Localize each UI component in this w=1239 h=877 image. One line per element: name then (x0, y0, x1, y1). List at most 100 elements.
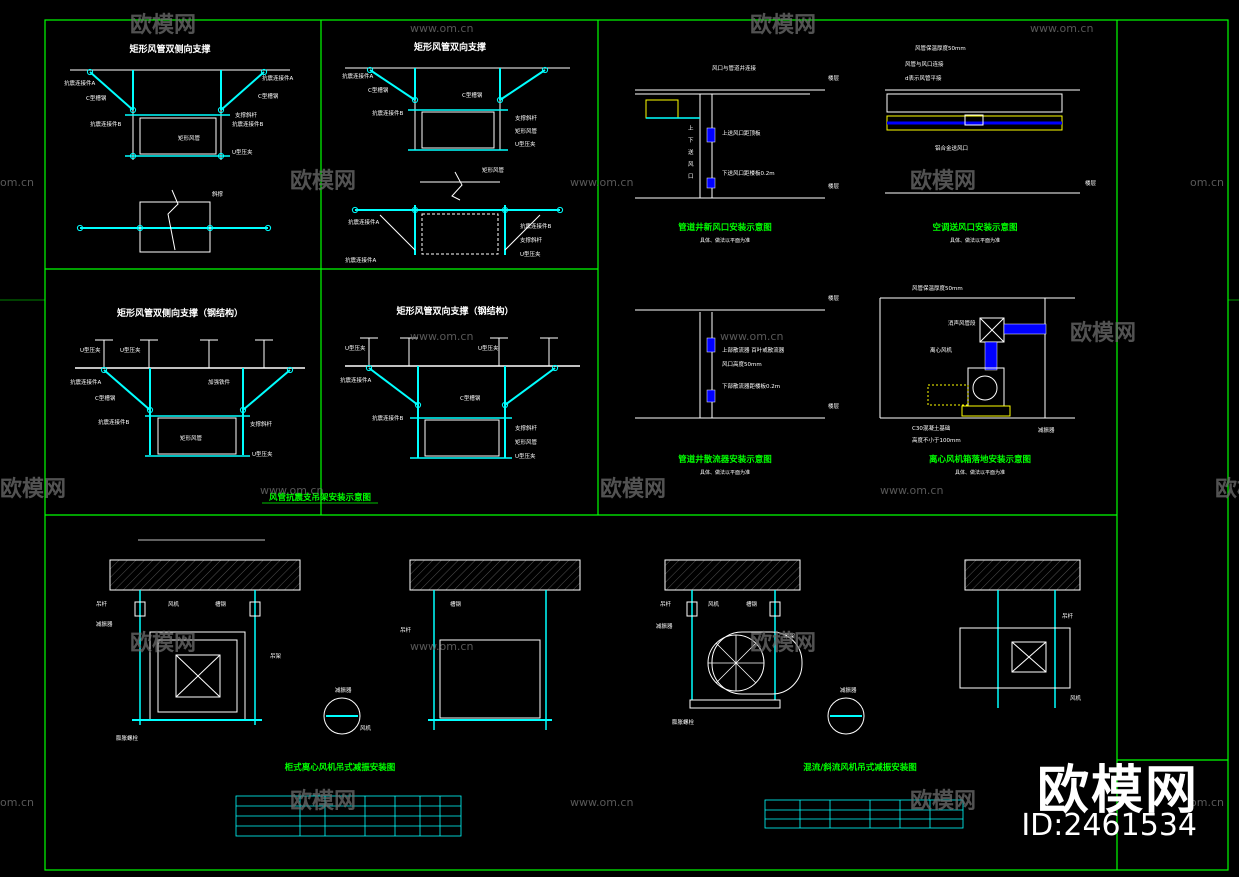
label: d表示风管平接 (905, 74, 942, 82)
label: 消声风管段 (948, 319, 976, 327)
label: 风口与管道井连接 (712, 64, 757, 72)
panel-8-title: 离心风机箱落地安装示意图 (929, 454, 1031, 465)
bottom-panel-1-title: 柜式离心风机吊式减振安装图 (284, 762, 396, 773)
label: 抗震连接件B (372, 414, 404, 422)
watermark-logo: 欧模网 (1215, 476, 1239, 502)
label: 矩形风管 (180, 434, 203, 442)
panel-7-title: 管道井散流器安装示意图 (678, 454, 772, 465)
panel-1-dual-lateral-brace: 矩形风管双侧向支撑 C型槽钢 抗震连接件A 抗震连接件B 矩形风管 U型压夹 抗… (64, 43, 294, 253)
label: 抗震连接件B (90, 120, 122, 128)
drawing-frame (0, 19, 1239, 871)
panel-5-shaft-fresh-air-outlet: 楼层 楼层 上 下 送 风 口 下送风口距楼板0.2m 上送风口距顶板 风口与管… (635, 64, 840, 244)
watermark-logo: 欧模网 (750, 12, 816, 38)
watermark-sites: www.om.cn www.om.cn www.om.cn om.cn om.c… (0, 22, 1224, 809)
label: C型槽钢 (95, 394, 116, 402)
watermark-logo: 欧模网 (1070, 320, 1136, 346)
label: 风管与风口连接 (905, 60, 944, 68)
watermark-site: om.cn (1190, 176, 1224, 189)
label: 抗震连接件A (348, 218, 380, 226)
label: U型压夹 (520, 250, 541, 258)
label: C型槽钢 (258, 92, 279, 100)
label: 铝合金送风口 (935, 144, 968, 152)
label: 矩形风管 (515, 438, 538, 446)
label: 风机 (360, 724, 372, 732)
label: 风管保温厚度50mm (915, 44, 966, 52)
watermark-logo: 欧模网 (600, 476, 666, 502)
panel-34-caption: 风管抗震支吊架安装示意图 (269, 492, 371, 503)
label: 抗震连接件A (64, 79, 96, 87)
watermark-site: www.om.cn (260, 484, 323, 497)
watermark-site: www.om.cn (880, 484, 943, 497)
panel-3-title: 矩形风管双侧向支撑（钢结构） (116, 307, 243, 319)
label: U型压夹 (515, 140, 536, 148)
label: 吊杆 (660, 600, 672, 608)
label: 吊杆 (400, 626, 412, 634)
label: U型压夹 (252, 450, 273, 458)
label: 矩形风管 (482, 166, 505, 174)
label: C型槽钢 (462, 91, 483, 99)
label: 减振器 (656, 622, 673, 630)
watermark-logo: 欧模网 (290, 788, 356, 814)
label: 抗震连接件A (262, 74, 294, 82)
panel-5-title: 管道井新风口安装示意图 (678, 222, 772, 233)
panel-6-subtitle: 具体、做法以平面为准 (950, 237, 1000, 244)
label: 下 (688, 137, 694, 144)
label: 矩形风管 (178, 134, 201, 142)
watermark-logo: 欧模网 (130, 12, 196, 38)
label: 减振器 (335, 686, 352, 694)
panel-7-subtitle: 具体、做法以平面为准 (700, 469, 750, 476)
panel-8-centrifugal-fan-floor: 风管保温厚度50mm 消声风管段 离心风机 C30混凝土基础 高度不小于100m… (879, 284, 1075, 476)
bottom-panel-2-mixed-flow-fan: 吊杆 减振器 风机 吊架 膨胀螺栓 槽钢 减振器 吊杆 风机 混流/斜流风机吊式… (656, 559, 1082, 829)
label: 支撑斜杆 (250, 420, 273, 428)
id-watermark: ID:2461534 (1021, 808, 1197, 843)
watermark-site: om.cn (1190, 796, 1224, 809)
label: 风机 (1070, 694, 1082, 702)
brand-watermark: 欧模网 (1036, 761, 1199, 821)
label: 抗震连接件A (342, 72, 374, 80)
panel-5-subtitle: 具体、做法以平面为准 (700, 237, 750, 244)
label: 抗震连接件A (345, 256, 377, 264)
label: 楼层 (828, 402, 840, 410)
label: 离心风机 (930, 346, 953, 354)
watermark-site: www.om.cn (570, 796, 633, 809)
label: 风 (688, 161, 694, 168)
label: 下送风口距楼板0.2m (722, 169, 775, 177)
label: 送 (688, 148, 694, 156)
label: 槽钢 (746, 600, 758, 608)
label: 上 (688, 124, 694, 132)
label: 吊架 (270, 653, 282, 660)
watermark-site: www.om.cn (410, 22, 473, 35)
watermark-site: www.om.cn (570, 176, 633, 189)
label: 支撑斜杆 (515, 424, 538, 432)
bottom-panel-1-cabinet-fan: 吊杆 减振器 风机 吊架 膨胀螺栓 槽钢 减振器 吊杆 风机 槽钢 柜式离心风机… (96, 539, 581, 837)
panel-6-ac-supply-outlet: 风管保温厚度50mm 风管与风口连接 d表示风管平接 铝合金送风口 楼层 空调送… (885, 44, 1097, 244)
panel-7-shaft-diffuser: 楼层 楼层 上部散流器 百叶或散流器 下部散流器距楼板0.2m 风口高度50mm… (635, 294, 840, 476)
label: U型压夹 (345, 344, 366, 352)
label: 高度不小于100mm (912, 436, 961, 444)
label: 槽钢 (450, 600, 462, 608)
table-1 (235, 795, 462, 837)
panel-2-dual-direction-brace: 矩形风管双向支撑 C型槽钢 抗震连接件A C型槽钢 抗震连接件B 支撑斜杆 矩形… (342, 41, 570, 264)
panel-6-title: 空调送风口安装示意图 (932, 222, 1017, 233)
label: U型压夹 (120, 346, 141, 354)
label: 吊杆 (96, 600, 108, 608)
label: U型压夹 (515, 452, 536, 460)
label: 风口高度50mm (722, 360, 762, 368)
label: 风机 (708, 600, 720, 608)
label: 楼层 (828, 74, 840, 82)
panel-4-dual-direction-brace-steel: 矩形风管双向支撑（钢结构） U型压夹 U型压夹 抗震连接件A C型槽钢 抗震连接… (340, 305, 580, 460)
label: 抗震连接件A (340, 376, 372, 384)
label: 抗震连接件B (372, 109, 404, 117)
panel-8-subtitle: 具体、做法以平面为准 (955, 469, 1005, 476)
watermark-logo: 欧模网 (290, 168, 356, 194)
label: 加强铁件 (208, 378, 231, 386)
panel-4-title: 矩形风管双向支撑（钢结构） (395, 305, 513, 317)
bottom-panel-2-title: 混流/斜流风机吊式减振安装图 (803, 762, 917, 773)
label: 槽钢 (215, 600, 227, 608)
label: 抗震连接件B (520, 222, 552, 230)
label: C型槽钢 (368, 86, 389, 94)
watermark-logo: 欧模网 (750, 630, 816, 656)
label: 斜撑 (212, 190, 224, 198)
label: U型压夹 (80, 346, 101, 354)
